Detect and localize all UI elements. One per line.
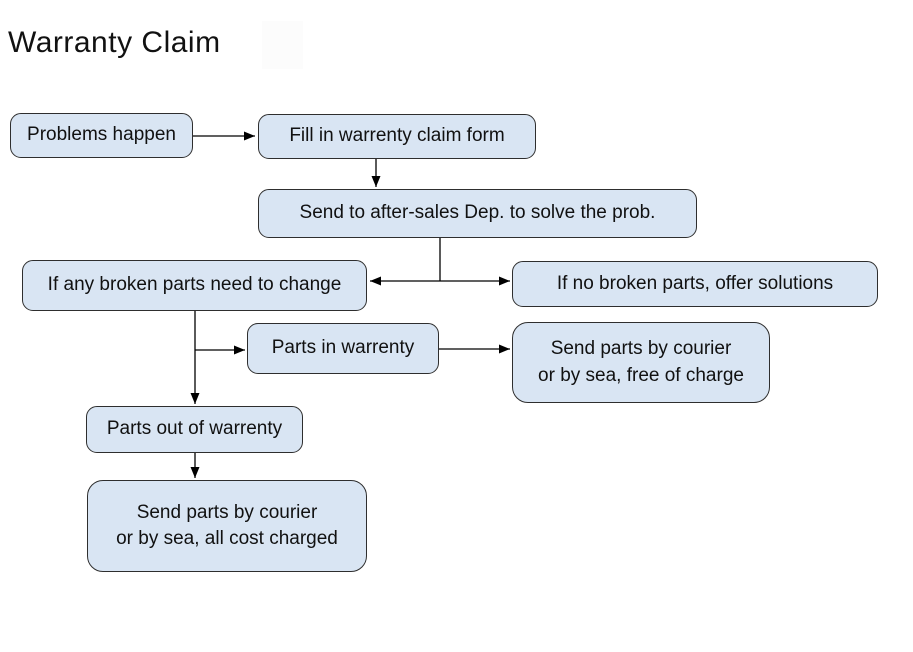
node-parts-out-warranty: Parts out of warrenty [86, 406, 303, 453]
node-problems-happen: Problems happen [10, 113, 193, 158]
node-send-after-sales: Send to after-sales Dep. to solve the pr… [258, 189, 697, 238]
node-no-broken-parts: If no broken parts, offer solutions [512, 261, 878, 307]
node-send-parts-free: Send parts by courier or by sea, free of… [512, 322, 770, 403]
node-broken-parts-need-change: If any broken parts need to change [22, 260, 367, 311]
page-title: Warranty Claim [8, 26, 221, 59]
node-parts-in-warranty: Parts in warrenty [247, 323, 439, 374]
node-send-parts-charged: Send parts by courier or by sea, all cos… [87, 480, 367, 572]
node-fill-warranty-form: Fill in warrenty claim form [258, 114, 536, 159]
faint-rectangle-artifact [262, 21, 303, 69]
